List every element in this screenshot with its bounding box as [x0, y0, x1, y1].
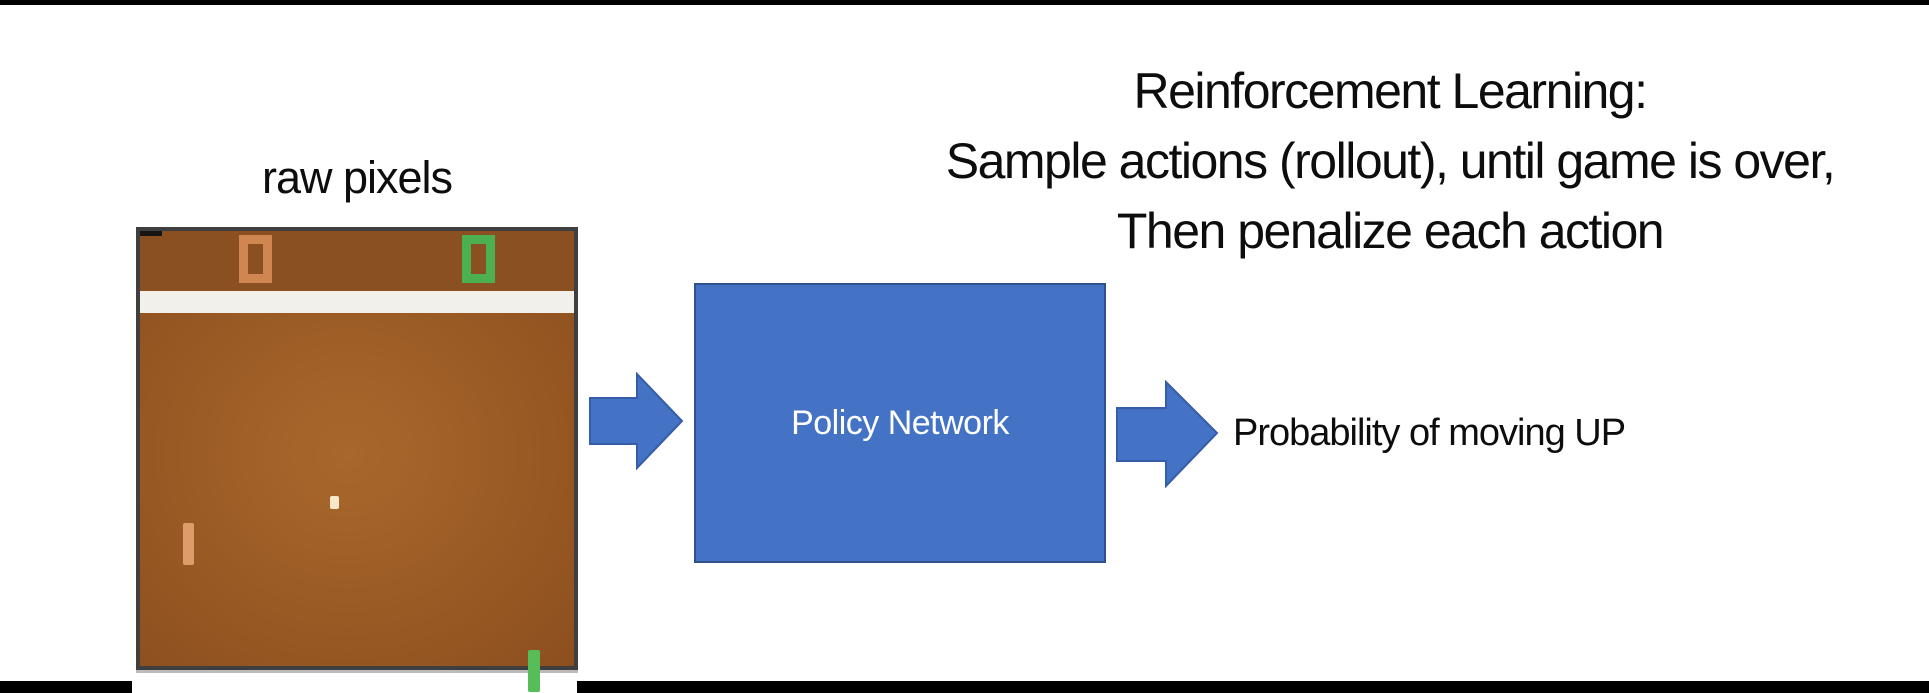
bottom-left-black-bar	[0, 681, 132, 693]
left-paddle	[183, 523, 194, 565]
output-probability-label: Probability of moving UP	[1233, 412, 1626, 454]
raw-pixels-caption: raw pixels	[261, 152, 453, 203]
output-arrow-icon	[1116, 380, 1219, 488]
policy-network-box: Policy Network	[694, 283, 1106, 563]
headline: Reinforcement Learning: Sample actions (…	[820, 56, 1929, 266]
pong-game-screenshot	[136, 227, 578, 692]
left-score-digit	[239, 235, 272, 283]
play-field	[140, 313, 574, 692]
score-band	[140, 231, 574, 291]
ball	[330, 496, 339, 509]
corner-dash	[140, 231, 162, 236]
policy-network-label: Policy Network	[791, 403, 1009, 442]
headline-line-2: Sample actions (rollout), until game is …	[945, 133, 1836, 189]
headline-line-3: Then penalize each action	[1116, 203, 1665, 259]
bottom-right-black-bar	[577, 681, 1929, 693]
right-paddle	[528, 650, 540, 692]
white-stripe	[140, 291, 574, 313]
pong-game-field	[140, 231, 574, 692]
input-arrow-icon	[589, 371, 684, 471]
top-black-bar	[0, 0, 1929, 5]
right-score-digit	[462, 235, 495, 283]
headline-line-1: Reinforcement Learning:	[1133, 63, 1648, 119]
